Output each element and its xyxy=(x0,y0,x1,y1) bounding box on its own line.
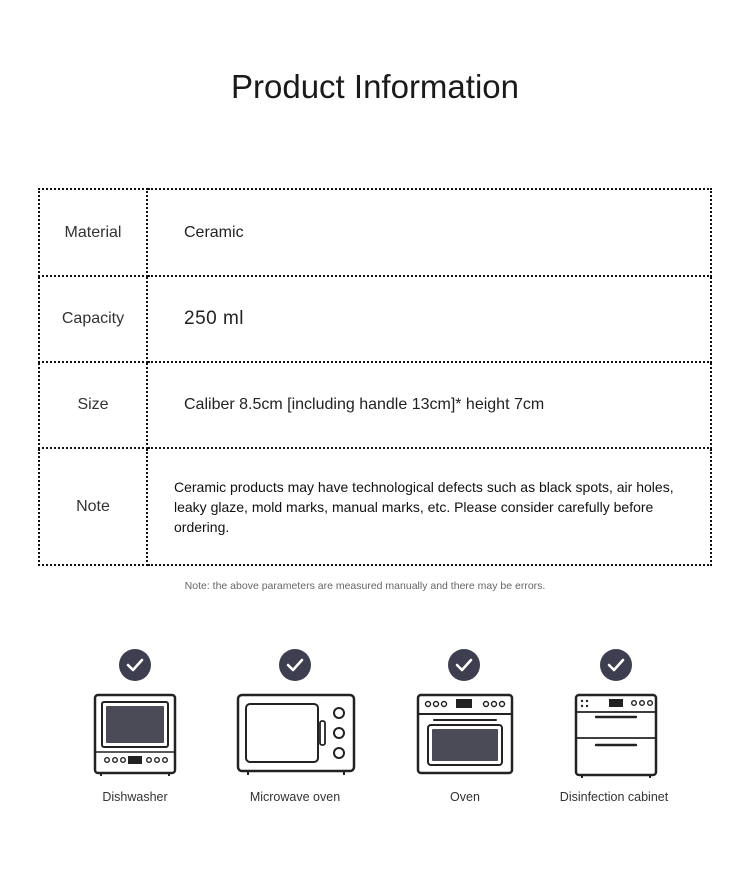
appliance-label: Oven xyxy=(450,790,480,804)
note-value: Ceramic products may have technological … xyxy=(146,447,712,566)
table-row-note: Note Ceramic products may have technolog… xyxy=(38,447,712,566)
microwave-icon xyxy=(236,693,356,775)
size-label: Size xyxy=(38,361,148,449)
page-title: Product Information xyxy=(231,68,519,105)
appliance-disinfection-cabinet: Disinfection cabinet xyxy=(540,645,690,815)
appliance-oven: Oven xyxy=(390,645,540,815)
table-row-material: Material Ceramic xyxy=(38,188,712,277)
check-circle-icon xyxy=(119,649,151,681)
size-value: Caliber 8.5cm [including handle 13cm]* h… xyxy=(146,361,712,449)
appliance-microwave: Microwave oven xyxy=(220,645,370,815)
appliance-dishwasher: Dishwasher xyxy=(60,645,210,815)
material-value: Ceramic xyxy=(146,188,712,277)
appliance-label: Disinfection cabinet xyxy=(559,790,669,804)
appliance-label: Microwave oven xyxy=(249,790,341,804)
table-row-size: Size Caliber 8.5cm [including handle 13c… xyxy=(38,361,712,449)
appliance-label: Dishwasher xyxy=(102,790,168,804)
check-circle-icon xyxy=(279,649,311,681)
measurement-footnote: Note: the above parameters are measured … xyxy=(184,580,546,592)
material-label: Material xyxy=(38,188,148,277)
capacity-value: 250 ml xyxy=(146,275,712,363)
dishwasher-icon xyxy=(93,693,177,776)
spec-table: Material Ceramic Capacity 250 ml Size Ca… xyxy=(38,188,712,566)
note-label: Note xyxy=(38,447,148,566)
oven-icon xyxy=(416,693,514,775)
check-circle-icon xyxy=(600,649,632,681)
capacity-label: Capacity xyxy=(38,275,148,363)
check-circle-icon xyxy=(448,649,480,681)
appliance-compatibility: Dishwasher Microwave oven xyxy=(0,645,750,825)
disinfection-cabinet-icon xyxy=(574,693,658,778)
table-row-capacity: Capacity 250 ml xyxy=(38,275,712,363)
